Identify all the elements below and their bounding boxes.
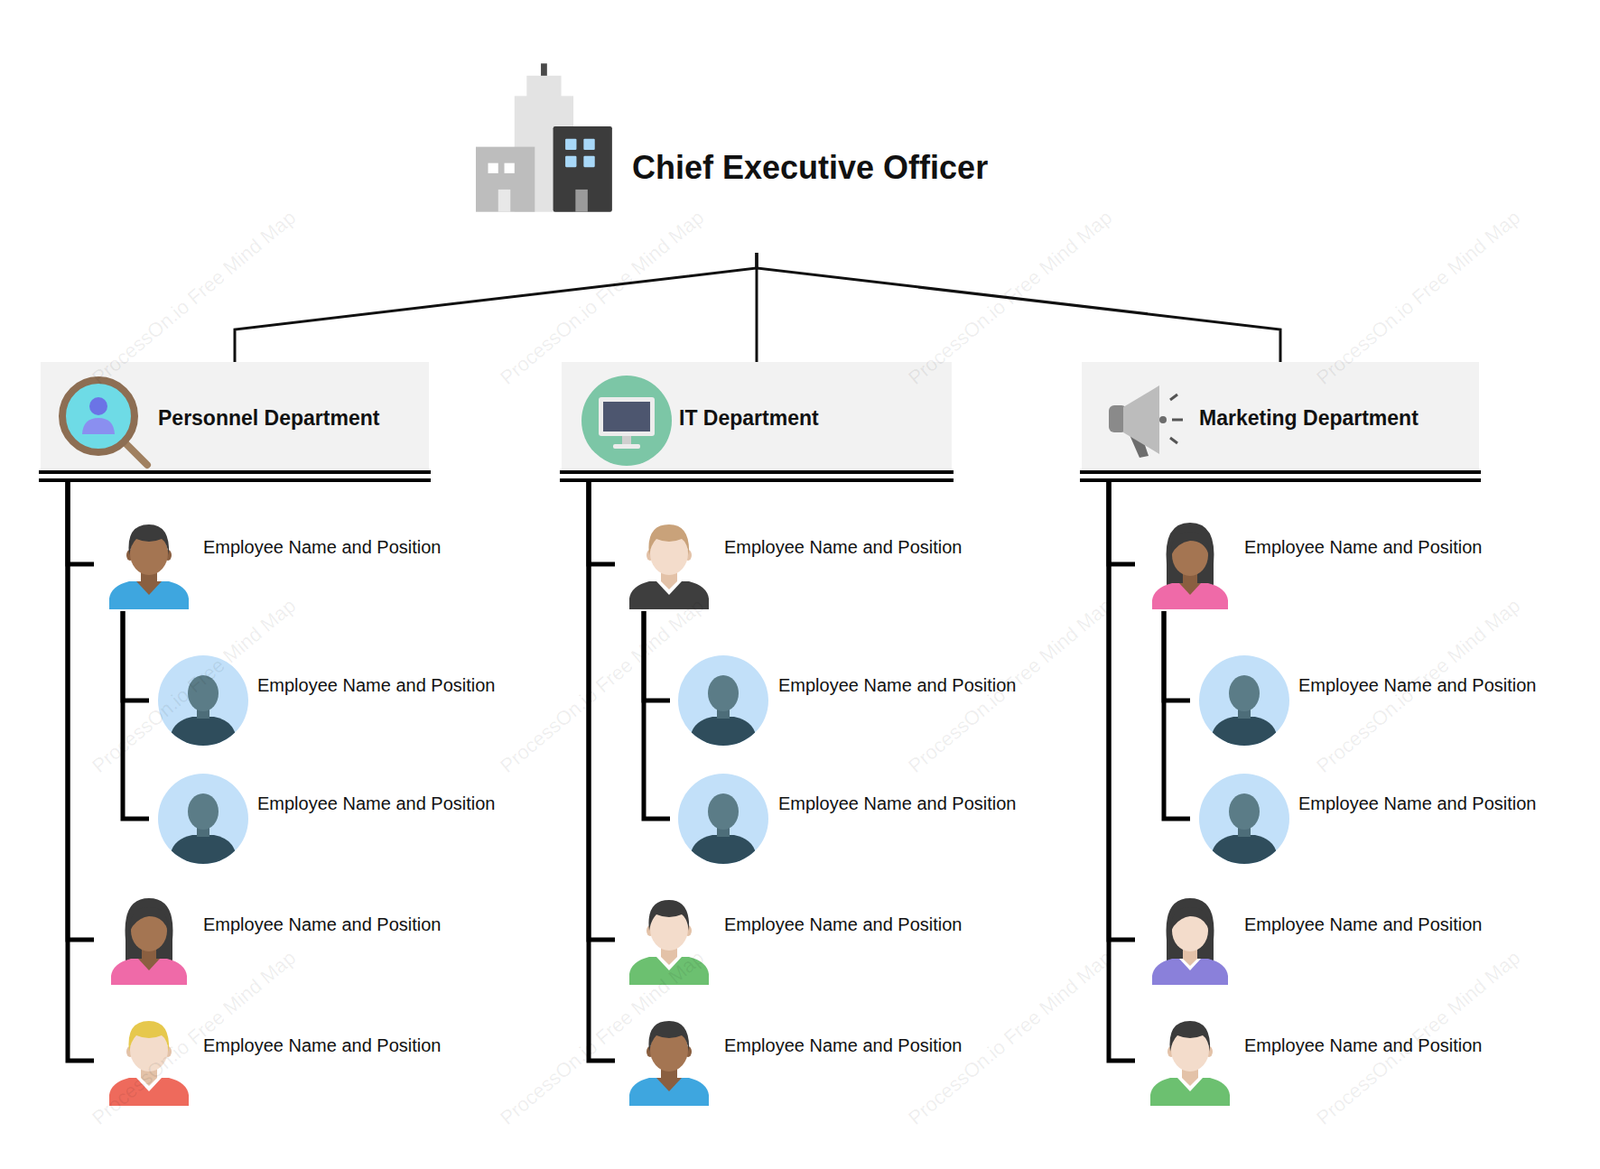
employee-label: Employee Name and Position: [778, 674, 1016, 697]
team-bracket: [588, 482, 615, 1061]
employee-node: Employee Name and Position: [93, 517, 465, 612]
department-rule: [1079, 478, 1481, 483]
employee-label: Employee Name and Position: [778, 792, 1016, 815]
employee-label: Employee Name and Position: [203, 1034, 441, 1057]
employee-node: Employee Name and Position: [669, 655, 1041, 746]
team-bracket: [643, 611, 670, 701]
reporting-line: [234, 252, 757, 363]
department-box: Personnel Department: [40, 362, 429, 483]
team-bracket: [1108, 482, 1135, 1061]
department-box: Marketing Department: [1081, 362, 1480, 483]
employee-node: Employee Name and Position: [93, 894, 465, 986]
employee-avatar: [158, 655, 249, 746]
employee-label: Employee Name and Position: [203, 536, 441, 559]
team-bracket: [67, 482, 94, 1061]
employee-node: Employee Name and Position: [148, 773, 520, 865]
department-rule: [38, 478, 431, 483]
employee-label: Employee Name and Position: [203, 913, 441, 936]
employee-node: Employee Name and Position: [148, 655, 520, 746]
reporting-line: [755, 252, 759, 363]
department-box: IT Department: [561, 362, 952, 483]
employee-avatar: [1152, 898, 1228, 986]
employee-node: Employee Name and Position: [1190, 773, 1561, 865]
team-bracket: [588, 482, 615, 940]
employee-label: Employee Name and Position: [724, 536, 962, 559]
watermark: ProcessOn.io Free Mind Map: [495, 594, 709, 779]
team-bracket: [67, 482, 94, 940]
team-bracket: [1108, 482, 1135, 565]
employee-node: Employee Name and Position: [93, 1015, 465, 1107]
employee-label: Employee Name and Position: [1244, 913, 1482, 936]
employee-avatar: [629, 1021, 709, 1107]
department-rule: [559, 478, 954, 483]
employee-label: Employee Name and Position: [724, 1034, 962, 1057]
employee-node: Employee Name and Position: [1134, 517, 1506, 612]
employee-avatar: [109, 524, 189, 610]
employee-avatar: [678, 773, 769, 865]
employee-node: Employee Name and Position: [1134, 1015, 1506, 1107]
watermark: ProcessOn.io Free Mind Map: [495, 946, 709, 1131]
employee-node: Employee Name and Position: [1190, 655, 1561, 746]
employee-node: Employee Name and Position: [614, 1015, 986, 1107]
employee-avatar: [1199, 655, 1290, 746]
department-name: IT Department: [679, 404, 819, 432]
employee-node: Employee Name and Position: [614, 517, 986, 612]
employee-node: Employee Name and Position: [669, 773, 1041, 865]
department-rule: [1079, 470, 1481, 475]
executive-node: Chief Executive Officer: [475, 63, 1090, 253]
employee-label: Employee Name and Position: [1298, 792, 1536, 815]
executive-title: Chief Executive Officer: [632, 146, 988, 190]
employee-label: Employee Name and Position: [724, 913, 962, 936]
employee-avatar: [1199, 773, 1290, 865]
employee-avatar: [109, 1021, 189, 1107]
team-bracket: [588, 482, 615, 565]
employee-node: Employee Name and Position: [614, 894, 986, 986]
team-bracket: [67, 482, 94, 565]
team-bracket: [1108, 482, 1135, 940]
building-icon: [475, 63, 613, 212]
employee-label: Employee Name and Position: [1244, 1034, 1482, 1057]
team-bracket: [643, 611, 670, 819]
employee-avatar: [1152, 522, 1228, 610]
employee-avatar: [158, 773, 249, 865]
department-rule: [559, 470, 954, 475]
team-bracket: [1163, 611, 1191, 819]
team-bracket: [122, 611, 149, 819]
employee-avatar: [111, 898, 187, 986]
department-rule: [38, 470, 431, 475]
employee-label: Employee Name and Position: [1298, 674, 1536, 697]
employee-avatar: [629, 524, 709, 610]
department-name: Marketing Department: [1199, 404, 1419, 432]
employee-node: Employee Name and Position: [1134, 894, 1506, 986]
employee-avatar: [678, 655, 769, 746]
employee-avatar: [1150, 1021, 1230, 1107]
team-bracket: [122, 611, 149, 701]
department-name: Personnel Department: [158, 404, 380, 432]
employee-label: Employee Name and Position: [1244, 536, 1482, 559]
reporting-line: [756, 252, 1281, 363]
employee-avatar: [629, 900, 709, 986]
employee-label: Employee Name and Position: [257, 674, 495, 697]
team-bracket: [1163, 611, 1191, 701]
employee-label: Employee Name and Position: [257, 792, 495, 815]
